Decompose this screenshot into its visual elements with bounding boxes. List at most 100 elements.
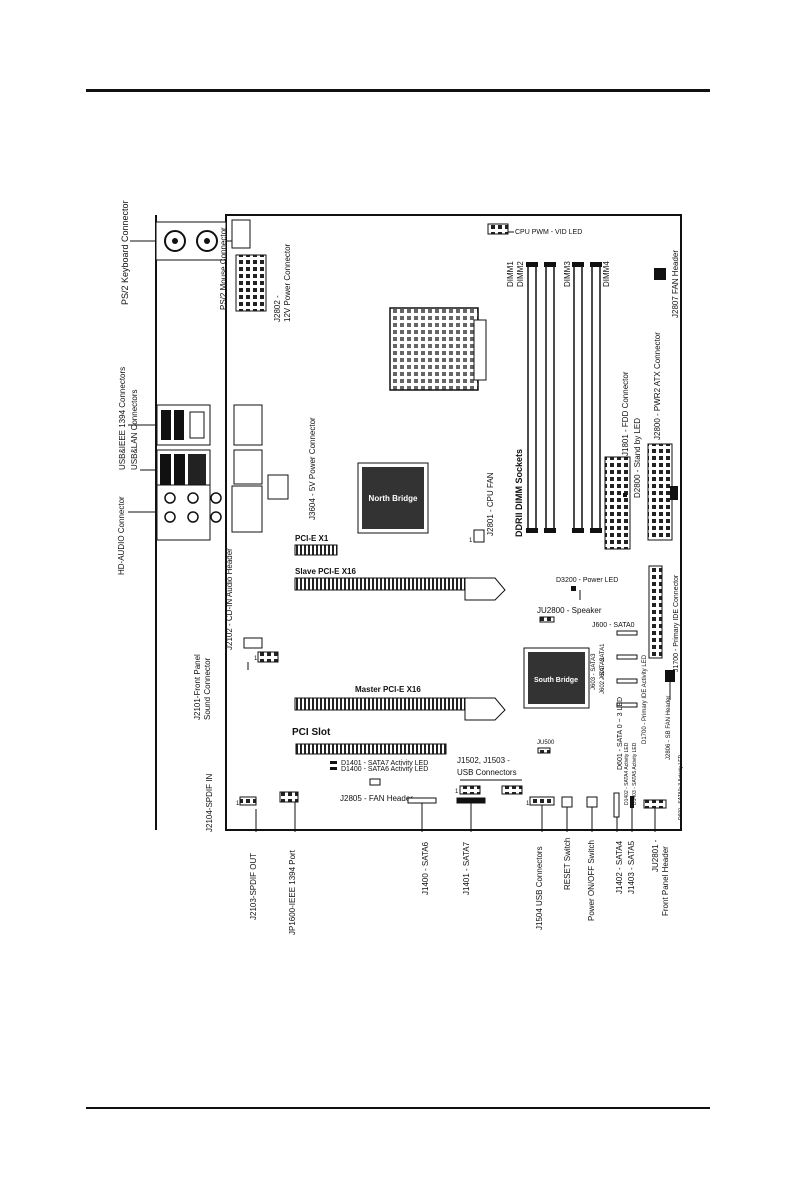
j601-label: J601 - SATA1 (600, 643, 606, 680)
master-pcie-label: Master PCI-E X16 (355, 685, 421, 694)
ju2801-label: JU2801 - (651, 839, 660, 872)
sata4-connector (613, 792, 620, 818)
power-switch-label: Power ON/OFF Switch (587, 840, 596, 921)
j2101-label: J2101-Front Panel (193, 654, 202, 720)
d1400-label: D1400 - SATA6 Activity LED (341, 766, 428, 773)
cpu-pwm-label: CPU PWM - VID LED (515, 229, 582, 236)
usb-lan-block (156, 449, 263, 491)
sb-fan-header (665, 670, 675, 682)
ju2800-label: JU2800 - Speaker (537, 606, 602, 615)
j2802-sub-label: 12V Power Connector (283, 243, 292, 322)
sata6-connector (407, 797, 437, 804)
j1700-label: J1700 - Primary IDE Connector (673, 574, 680, 672)
j2104-label: J2104-SPDIF IN (205, 774, 214, 832)
j2103-label: J2103-SPDIF OUT (249, 853, 258, 920)
pcie-x1-slot (294, 544, 338, 556)
d1401-label: D1401 - SATA7 Activity LED (341, 760, 428, 767)
j1801-label: J1801 - FDD Connector (621, 371, 630, 456)
j603-label: J603 - SATA3 (591, 653, 597, 690)
spdif-in-header (239, 796, 257, 806)
j2802-label: J2802 - (273, 295, 282, 322)
cpu-fan-label: J2801 - CPU FAN (486, 472, 495, 536)
pci-slot (295, 743, 447, 755)
slave-pcie-label: Slave PCI-E X16 (295, 567, 356, 576)
ieee1394-header (279, 791, 299, 803)
hd-audio-block (156, 484, 263, 541)
ju2801-sub-label: Front Panel Header (661, 846, 670, 916)
pin1-marker: 1 (526, 801, 530, 807)
slave-pcie-latch (464, 577, 506, 601)
j3604-label: J3604 - 5V Power Connector (308, 417, 317, 520)
ddrii-label: DDRII DIMM Sockets (514, 449, 524, 537)
d3200-label: D3200 - Power LED (556, 577, 618, 584)
cd-in-audio-header (243, 637, 263, 649)
sata5-connector (630, 796, 634, 808)
j1502-label: J1502, J1503 - (457, 756, 510, 765)
j2805-label: J2805 - FAN Header (340, 794, 413, 803)
d2800-label: D2800 - Stand by LED (633, 418, 642, 498)
dimm3-label: DIMM3 (563, 261, 572, 287)
ps2-mouse-block (231, 219, 251, 249)
primary-ide-connector (648, 565, 663, 659)
sata0-connector (616, 630, 638, 636)
d1700-label: D1700 - Primary IDE Activity LED (642, 654, 648, 744)
atx-latch (670, 486, 678, 500)
pin1-marker: 1 (254, 656, 258, 662)
master-pcie-slot (294, 697, 466, 711)
j1502-sub-label: USB Connectors (457, 768, 517, 777)
ps2-mouse-label: PS/2 Mouse Connector (219, 227, 228, 310)
j2806-label: J2806 - SB FAN Header (666, 696, 672, 760)
standby-led (623, 493, 627, 497)
sata3-connector (616, 702, 638, 708)
leader-lines (128, 231, 671, 832)
j2807-fan-header (654, 268, 666, 280)
sata6-activity-led (330, 767, 337, 770)
atx-power-connector (647, 443, 673, 541)
j2807-label: J2807 FAN Header (671, 250, 680, 318)
pin1-marker: 1 (469, 538, 473, 544)
cpu-socket (389, 307, 487, 391)
usb-header-j1502 (459, 785, 481, 795)
reset-switch (561, 796, 573, 808)
footer-rule (86, 1107, 710, 1109)
j2101-sub-label: Sound Connector (203, 657, 212, 720)
ps2-keyboard-label: PS/2 Keyboard Connector (120, 200, 130, 305)
south-bridge-label: South Bridge (534, 677, 578, 684)
12v-power-connector (235, 254, 267, 312)
j602-label: J602 - SATA2 (600, 657, 606, 694)
hd-audio-label: HD-AUDIO Connector (117, 496, 126, 575)
j2102-label: J2102 - CD-IN Audio Header (225, 548, 234, 650)
pin1-marker: 1 (455, 789, 459, 795)
speaker-header (539, 616, 555, 623)
front-panel-sound-connector (257, 651, 279, 663)
front-panel-header (643, 799, 667, 809)
pci-slot-label: PCI Slot (292, 727, 331, 738)
pin1-marker: 1 (236, 801, 240, 807)
pcie-x1-label: PCI-E X1 (295, 534, 329, 543)
reset-label: RESET Switch (563, 838, 572, 890)
board-outline (225, 214, 682, 831)
south-bridge-chip: South Bridge (523, 647, 590, 709)
dimm1-label: DIMM1 (506, 261, 515, 287)
d1402-label: D1402 - SATA4 Activity LED (624, 742, 630, 805)
header-rule (86, 89, 710, 92)
j1403-label: J1403 - SATA5 (627, 840, 636, 894)
j1504-label: J1504 USB Connectors (535, 846, 544, 930)
power-switch (586, 796, 598, 808)
sata2-connector (616, 678, 638, 684)
slave-pcie-slot (294, 577, 466, 591)
usb-ieee-label: USB&IEEE 1394 Connectors (118, 367, 127, 470)
j1401-label: J1401 - SATA7 (462, 841, 471, 895)
ju500-label: JU500 (537, 740, 555, 746)
dimm-sockets (526, 262, 602, 533)
jp1600-label: JP1600-IEEE 1394 Port (288, 849, 297, 935)
cpu-fan-header (473, 529, 485, 543)
usb-header-j1504 (529, 796, 555, 806)
ps2-connector (155, 221, 227, 261)
usb-lan-label: USB&LAN Connectors (130, 390, 139, 470)
sata7-activity-led (330, 761, 337, 764)
master-pcie-latch (464, 697, 506, 721)
usb-ieee-block (156, 404, 263, 446)
d600-label: D600 - SATA0~3 Activity LED (678, 754, 684, 820)
